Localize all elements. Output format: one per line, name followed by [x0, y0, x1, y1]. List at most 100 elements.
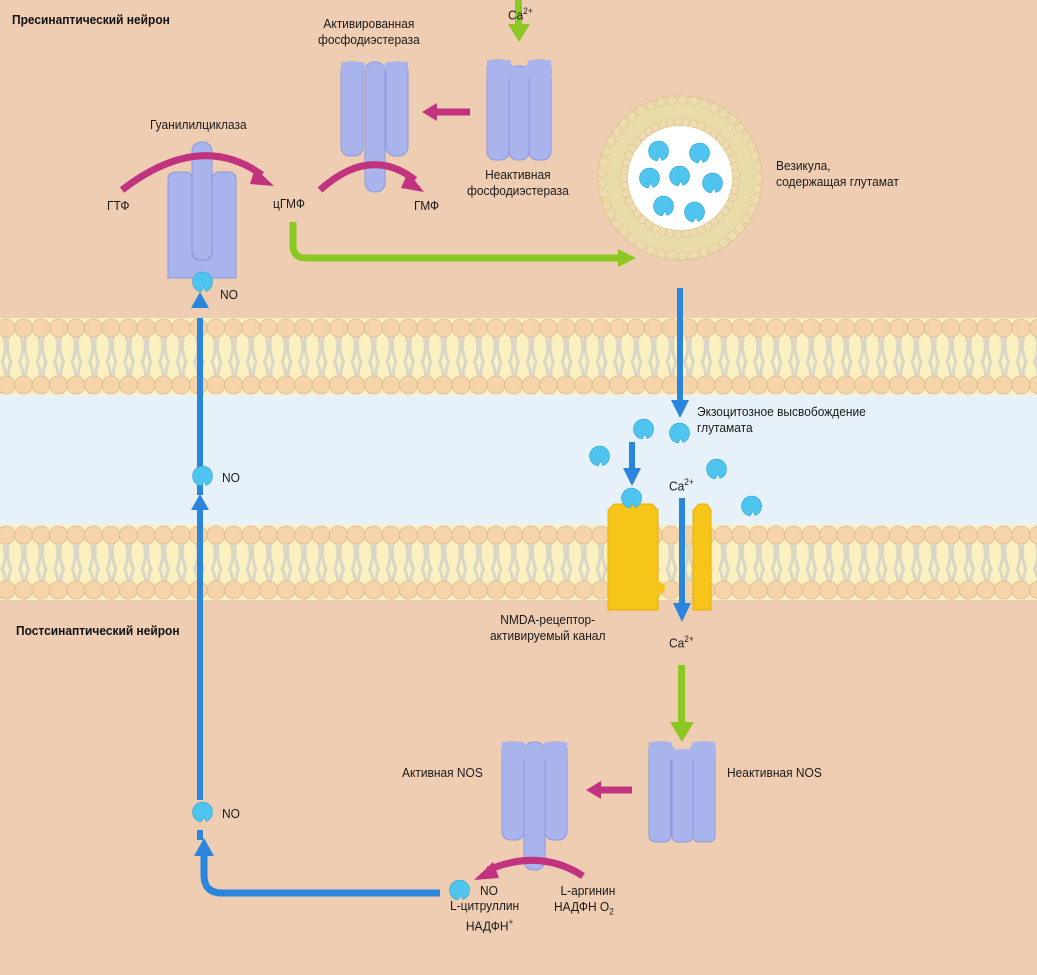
glutamate-molecule: [669, 165, 690, 187]
lipid-head: [749, 375, 768, 395]
lipid-head: [259, 375, 278, 395]
lipid-head: [854, 525, 873, 545]
vesicle-lipid-head: [638, 132, 647, 141]
lipid-head: [119, 375, 138, 395]
activated-pde-label: Активированная фосфодиэстераза: [318, 16, 420, 48]
molecules: [192, 140, 762, 901]
lipid-head: [381, 525, 401, 545]
vesicle-lipid-head: [710, 217, 719, 227]
lipid-head: [539, 318, 558, 338]
lipid-head: [871, 525, 891, 545]
lipid-head: [504, 375, 523, 395]
lipid-head: [994, 375, 1013, 395]
vesicle-lipid-head: [644, 220, 653, 229]
ca-cleft-label: Ca2+: [669, 474, 694, 494]
lipid-head: [959, 375, 978, 395]
glutamate-molecule: [648, 140, 669, 162]
lipid-head: [434, 580, 453, 600]
lipid-head: [819, 375, 838, 395]
lipid-head: [416, 525, 436, 545]
vesicle-lipid-head: [597, 178, 607, 189]
lipid-head: [591, 318, 611, 338]
vesicle-lipid-head: [753, 173, 763, 183]
lipid-head: [241, 318, 261, 338]
lipid-head: [924, 525, 943, 545]
arginine-to-no-arrow: [486, 856, 585, 879]
lipid-head: [84, 525, 103, 545]
plus-sign: +: [508, 917, 514, 927]
lipid-head: [1029, 318, 1037, 338]
vesicle-lipid-head: [681, 229, 691, 238]
vesicle-lipid-head: [601, 146, 612, 157]
vesicle-lipid-head: [620, 165, 629, 175]
lipid-head: [836, 525, 856, 545]
active-nos-label: Активная NOS: [402, 765, 483, 780]
vesicle-label-line1: Везикула,: [776, 158, 831, 173]
lipid-head: [451, 580, 471, 600]
lipid-head: [714, 525, 733, 545]
vesicle-lipid-head: [598, 156, 609, 167]
lipid-head: [224, 525, 243, 545]
lipid-head: [941, 318, 961, 338]
lipid-tail: [1032, 333, 1037, 388]
lipid-head: [294, 525, 313, 545]
lipid-head: [854, 375, 873, 395]
lipid-head: [294, 375, 313, 395]
vesicle-lipid-head: [597, 167, 607, 178]
lipid-head: [241, 525, 261, 545]
glutamate-molecule: [741, 495, 762, 517]
vesicle-lipid-head: [728, 154, 737, 164]
vesicle-lipid-head: [699, 99, 709, 109]
lipid-head: [1029, 375, 1037, 395]
lipid-head: [801, 525, 821, 545]
nmda-label-line1: NMDA-рецептор-: [500, 612, 596, 627]
lipid-head: [626, 375, 646, 395]
lipid-head: [976, 525, 996, 545]
lipid-head: [521, 318, 541, 338]
vesicle-lipid-head: [710, 129, 719, 139]
lipid-head: [871, 580, 891, 600]
lipid-head: [101, 580, 121, 600]
lipid-head: [941, 580, 961, 600]
vesicle-lipid-head: [656, 248, 666, 259]
vesicle-lipid-head: [627, 234, 637, 245]
vesicle-lipid-head: [612, 219, 622, 229]
lipid-head: [889, 375, 908, 395]
lipid-head: [136, 525, 156, 545]
vesicle-lipid-head: [734, 123, 745, 133]
lipid-head: [556, 375, 576, 395]
lipid-head: [504, 525, 523, 545]
active-nos-protein: [501, 741, 568, 871]
no-molecule: [449, 879, 470, 901]
vesicle-lipid-head: [730, 162, 740, 171]
lipid-head: [0, 375, 16, 395]
cgmp-label: цГМФ: [273, 196, 305, 211]
lipid-head: [819, 525, 838, 545]
ca-charge: 2+: [684, 634, 694, 644]
l-arginine-label: L-аргинин: [560, 883, 616, 898]
lipid-head: [871, 375, 891, 395]
o2-subscript: 2: [609, 906, 614, 917]
lipid-head: [206, 318, 226, 338]
ca-top-label: Ca2+: [508, 3, 533, 23]
lipid-head: [941, 375, 961, 395]
lipid-head: [136, 580, 156, 600]
lipid-head: [364, 525, 383, 545]
vesicle-lipid-head: [621, 189, 631, 198]
magenta-arrows: [119, 108, 632, 879]
lipid-head: [329, 525, 348, 545]
lipid-head: [819, 580, 838, 600]
vesicle-lipid-head: [620, 181, 629, 191]
glutamate-molecule: [639, 167, 660, 189]
postsynaptic-membrane: [0, 525, 1037, 600]
lipid-head: [521, 375, 541, 395]
lipid-head: [731, 580, 751, 600]
lipid-head: [661, 580, 681, 600]
ca-activates-pde-arrow: [515, 0, 522, 25]
lipid-head: [1011, 318, 1031, 338]
lipid-head: [311, 525, 331, 545]
vesicle-lipid-head: [632, 209, 642, 219]
vesicle-lipid-head: [696, 121, 706, 131]
vesicle-lipid-head: [718, 108, 729, 119]
